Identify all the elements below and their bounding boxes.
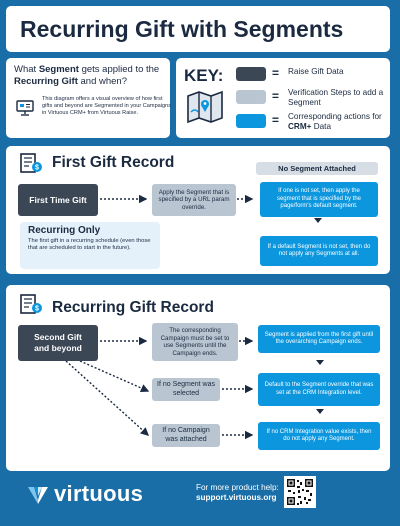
default-segment-action-box: If one is not set, then apply the segmen… — [260, 182, 378, 217]
page-title: Recurring Gift with Segments — [20, 16, 344, 42]
key-card: KEY: = Raise Gift Data = Verification St… — [176, 58, 390, 138]
key-equals-2: = — [272, 89, 280, 103]
intro-card: What Segment gets applied to the Recurri… — [6, 58, 172, 138]
key-text-crm-pre: Corresponding actions for — [288, 112, 382, 121]
qr-code — [284, 476, 316, 508]
recurring-only-title: Recurring Only — [28, 225, 101, 236]
footer-help-url[interactable]: support.virtuous.org — [196, 493, 277, 502]
no-segment-selected-box: If no Segment was selected — [152, 378, 220, 401]
key-swatch-gray — [236, 90, 266, 104]
intro-question-recurring: Recurring Gift — [14, 76, 78, 87]
first-gift-title: First Gift Record — [52, 154, 175, 171]
campaign-segment-verify-box: The corresponding Campaign must be set t… — [152, 323, 238, 361]
key-text-crm-bold: CRM+ — [288, 122, 312, 131]
intro-question-mid: gets applied to the — [78, 64, 160, 75]
no-crm-value-action: If no CRM Integration value exists, then… — [258, 422, 380, 450]
recurring-gift-section: $ Recurring Gift Record Second Gift and … — [6, 285, 390, 471]
no-campaign-attached-box: If no Campaign was attached — [152, 424, 220, 447]
key-swatch-dark — [236, 67, 266, 81]
no-segment-action-box: If a default Segment is not set, then do… — [260, 236, 378, 266]
map-icon — [187, 90, 223, 124]
recurring-only-note: Recurring Only The first gift in a recur… — [20, 222, 160, 269]
svg-text:$: $ — [35, 165, 39, 172]
first-gift-connectors — [100, 194, 322, 223]
svg-text:$: $ — [35, 306, 39, 313]
first-gift-section: $ First Gift Record First Time Gift Appl… — [6, 146, 390, 274]
crm-integration-default-action: Default to the Segment override that was… — [258, 373, 380, 406]
intro-question-pre: What — [14, 64, 39, 75]
first-time-gift-box: First Time Gift — [18, 184, 98, 216]
recurring-gift-title: Recurring Gift Record — [52, 299, 214, 316]
url-param-verify-box: Apply the Segment that is specified by a… — [152, 184, 236, 216]
key-equals-3: = — [272, 113, 280, 127]
title-card: Recurring Gift with Segments — [6, 6, 390, 52]
second-gift-box: Second Gift and beyond — [18, 325, 98, 361]
receipt-icon: $ — [20, 153, 42, 173]
key-text-raise: Raise Gift Data — [288, 67, 344, 76]
virtuous-logo-icon — [28, 487, 48, 504]
key-swatch-blue — [236, 114, 266, 128]
key-text-crm-post: Data — [311, 122, 332, 131]
intro-question: What Segment gets applied to the Recurri… — [14, 64, 164, 88]
no-segment-label: No Segment Attached — [256, 162, 378, 175]
intro-description: This diagram offers a visual overview of… — [42, 96, 172, 116]
footer-help-line1: For more product help: — [196, 483, 279, 492]
footer-help: For more product help: support.virtuous.… — [196, 483, 279, 503]
virtuous-brand: virtuous — [54, 481, 144, 506]
segment-until-campaign-end-action: Segment is applied from the first gift u… — [258, 325, 380, 353]
receipt-icon-recurring: $ — [20, 294, 42, 314]
key-text-verification: Verification Steps to add a Segment — [288, 88, 384, 107]
key-equals-1: = — [272, 66, 280, 80]
intro-question-post: and when? — [77, 76, 128, 87]
recurring-only-description: The first gift in a recurring schedule (… — [28, 238, 151, 252]
key-label: KEY: — [184, 66, 224, 85]
computer-icon — [16, 100, 34, 116]
intro-question-segment: Segment — [38, 64, 79, 75]
recurring-gift-connectors — [65, 336, 324, 440]
key-text-crm: Corresponding actions for CRM+ Data — [288, 112, 388, 132]
